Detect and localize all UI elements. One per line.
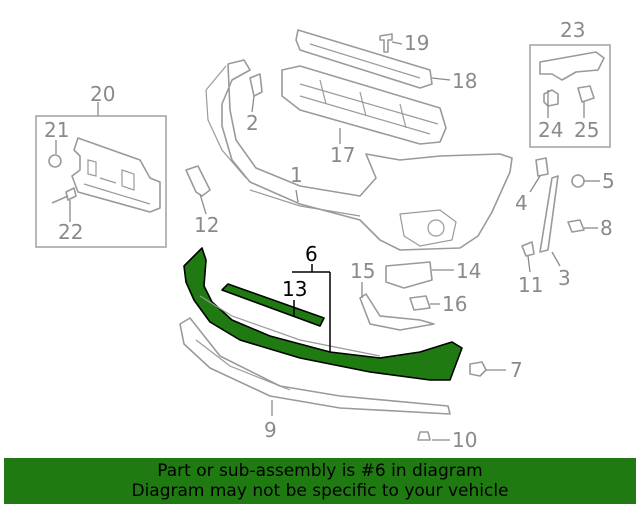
deflector-9 bbox=[179, 317, 451, 415]
bracket-4 bbox=[535, 157, 549, 177]
banner-line-1: Part or sub-assembly is #6 in diagram bbox=[157, 461, 483, 481]
callout-18: 18 bbox=[452, 69, 477, 93]
clip-24 bbox=[543, 89, 559, 107]
callout-12: 12 bbox=[194, 213, 219, 237]
callout-24: 24 bbox=[538, 118, 563, 142]
bracket-3 bbox=[539, 175, 559, 253]
trim-15 bbox=[359, 293, 435, 331]
callout-15: 15 bbox=[350, 259, 375, 283]
callout-16: 16 bbox=[442, 292, 467, 316]
group-box-23 bbox=[529, 44, 611, 148]
bolt-7 bbox=[469, 361, 487, 377]
bezel-14 bbox=[385, 261, 433, 289]
callout-23: 23 bbox=[560, 18, 585, 42]
clip-25 bbox=[577, 85, 595, 103]
bracket-23 bbox=[539, 51, 605, 81]
callout-21: 21 bbox=[44, 118, 69, 142]
callout-8: 8 bbox=[600, 216, 613, 240]
callout-17: 17 bbox=[330, 143, 355, 167]
callout-25: 25 bbox=[574, 118, 599, 142]
screw-10 bbox=[417, 431, 431, 441]
group-box-20 bbox=[35, 115, 167, 248]
callout-13: 13 bbox=[282, 277, 307, 301]
callout-3: 3 bbox=[558, 266, 571, 290]
info-banner: Part or sub-assembly is #6 in diagram Di… bbox=[4, 458, 636, 504]
callout-10: 10 bbox=[452, 428, 477, 452]
callout-9: 9 bbox=[264, 418, 277, 442]
absorber-18 bbox=[295, 29, 433, 89]
license-plate-bracket bbox=[71, 137, 161, 213]
bolt-21 bbox=[48, 154, 62, 168]
callout-19: 19 bbox=[404, 31, 429, 55]
clip-5 bbox=[571, 174, 585, 188]
callout-5: 5 bbox=[602, 169, 615, 193]
clip-8 bbox=[567, 219, 585, 233]
callout-2: 2 bbox=[246, 111, 259, 135]
bracket-2 bbox=[249, 73, 263, 97]
callout-14: 14 bbox=[456, 259, 481, 283]
banner-line-2: Diagram may not be specific to your vehi… bbox=[131, 481, 509, 501]
callout-1: 1 bbox=[290, 163, 303, 187]
callout-6: 6 bbox=[305, 242, 318, 266]
screw-22 bbox=[51, 187, 77, 204]
bumper-cover-1 bbox=[221, 59, 513, 251]
callout-22: 22 bbox=[58, 220, 83, 244]
lower-valance-6 bbox=[183, 247, 463, 381]
bolt-19 bbox=[379, 33, 393, 53]
callout-7: 7 bbox=[510, 358, 523, 382]
bracket-12 bbox=[185, 165, 211, 197]
callout-4: 4 bbox=[515, 191, 528, 215]
clip-16 bbox=[409, 295, 431, 311]
callout-20: 20 bbox=[90, 82, 115, 106]
clip-11 bbox=[521, 241, 535, 257]
parts-diagram: 20 21 22 19 18 17 2 1 12 23 24 25 4 5 8 … bbox=[35, 18, 615, 452]
callout-11: 11 bbox=[518, 273, 543, 297]
strip-13 bbox=[221, 283, 325, 327]
